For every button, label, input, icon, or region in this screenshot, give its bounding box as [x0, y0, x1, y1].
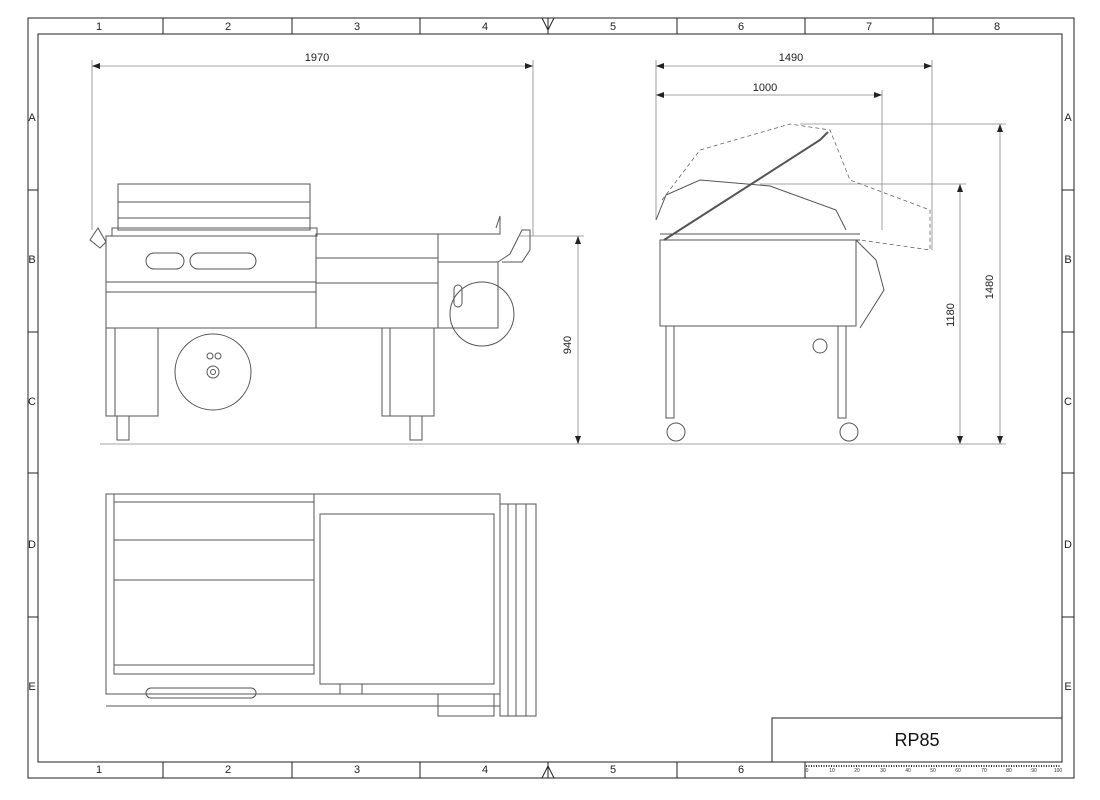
column-label-top: 1 [95, 21, 103, 33]
column-label-bottom: 6 [737, 764, 745, 776]
scale-label: 100 [1053, 768, 1063, 774]
dimension-side-depth-open: 1490 [778, 52, 804, 64]
dimension-front-height: 940 [562, 335, 574, 355]
column-label-top: 2 [224, 21, 232, 33]
outer-border [27, 17, 1075, 779]
column-label-top: 5 [609, 21, 617, 33]
column-label-bottom: 5 [609, 764, 617, 776]
row-label-right: A [1064, 112, 1072, 124]
row-label-left: D [28, 539, 36, 551]
scale-label: 20 [854, 768, 860, 774]
scale-label: 30 [880, 768, 886, 774]
column-label-top: 3 [353, 21, 361, 33]
row-label-left: A [28, 112, 36, 124]
row-label-left: C [28, 396, 36, 408]
inner-border [37, 33, 1063, 763]
row-label-right: C [1064, 396, 1072, 408]
dimension-side-height-open: 1480 [984, 274, 996, 300]
scale-label: 60 [955, 768, 961, 774]
scale-label: 10 [829, 768, 835, 774]
column-label-bottom: 3 [353, 764, 361, 776]
column-label-top: 4 [481, 21, 489, 33]
front-view [89, 183, 531, 441]
scale-label: 50 [930, 768, 936, 774]
grid-dividers [28, 17, 1074, 779]
dimension-lines [91, 60, 1006, 445]
row-label-left: B [28, 254, 36, 266]
model-title: RP85 [894, 729, 940, 750]
column-label-top: 6 [737, 21, 745, 33]
scale-label: 40 [905, 768, 911, 774]
dimension-side-depth: 1000 [752, 82, 778, 94]
column-label-top: 8 [993, 21, 1001, 33]
side-view [655, 131, 885, 442]
column-label-top: 7 [865, 21, 873, 33]
scale-label: 80 [1006, 768, 1012, 774]
title-block [771, 717, 1063, 763]
top-view [105, 493, 537, 717]
dimension-arrows [92, 63, 1003, 444]
column-label-bottom: 1 [95, 764, 103, 776]
column-label-bottom: 2 [224, 764, 232, 776]
scale-label: 70 [981, 768, 987, 774]
scale-label: 0 [805, 768, 809, 774]
dimension-front-length: 1970 [304, 52, 330, 64]
scale-bar [804, 762, 1060, 778]
side-view-open-hood [661, 123, 931, 251]
row-label-right: D [1064, 539, 1072, 551]
row-label-left: E [28, 681, 36, 693]
row-label-right: E [1064, 681, 1072, 693]
dimension-side-height: 1180 [945, 303, 957, 327]
scale-label: 90 [1031, 768, 1037, 774]
row-label-right: B [1064, 254, 1072, 266]
column-label-bottom: 4 [481, 764, 489, 776]
